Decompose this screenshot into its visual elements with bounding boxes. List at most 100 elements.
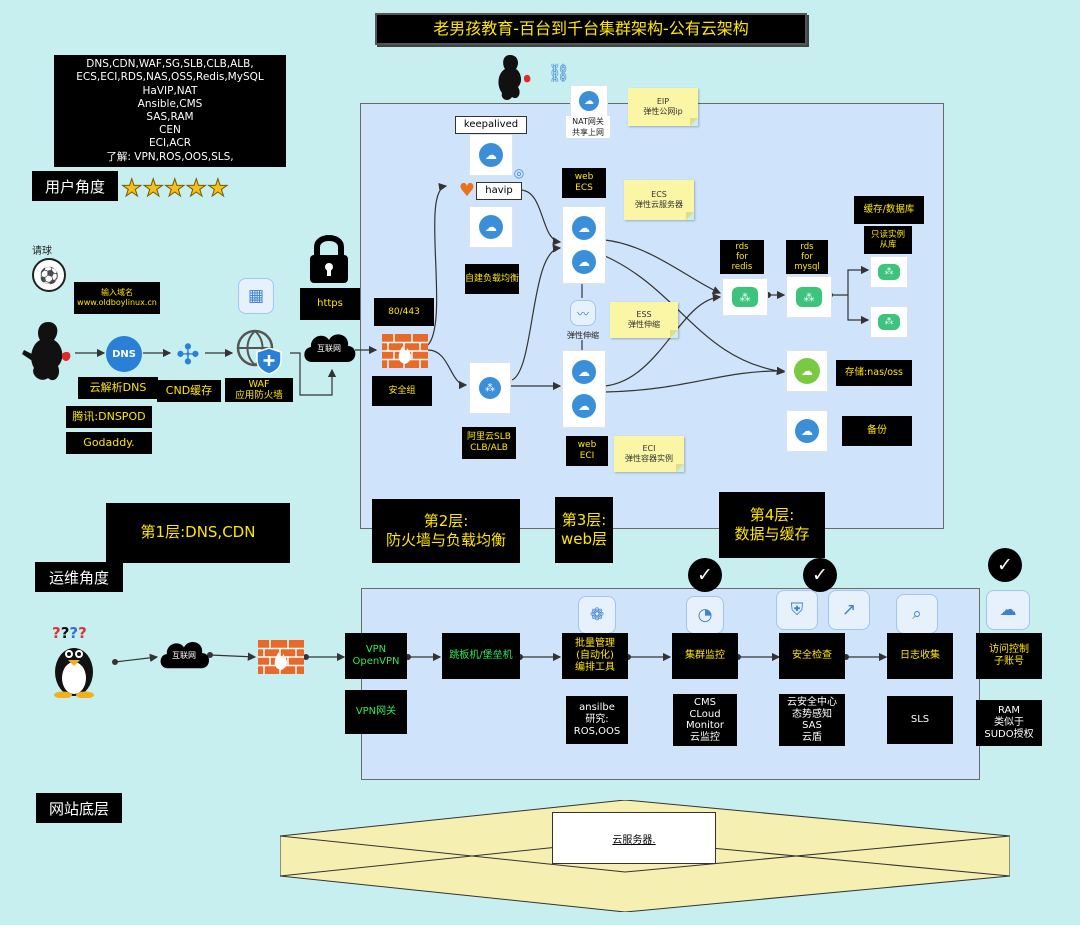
lock-icon (306, 232, 352, 284)
web-ecs-line: ECS (575, 183, 593, 193)
layer-1-label: 第1层:DNS,CDN (106, 503, 290, 563)
star-icon: ★ (185, 174, 208, 203)
batch-tools-line: ansilbe (579, 702, 615, 713)
ess-note-line: ESS (636, 310, 652, 319)
vpn-line: VPN (365, 644, 387, 655)
cloud-server-icon: ☁ (579, 91, 599, 111)
dns-label: 云解析DNS (78, 377, 158, 399)
ops-internet-cloud-icon: 互联网 (156, 636, 212, 674)
services-line: CEN (159, 124, 181, 137)
batch-tools-line: ROS,OOS (573, 726, 621, 737)
arrow-ecs-oss (604, 255, 786, 376)
access-line: 子账号 (994, 656, 1024, 667)
arrow-fw-keepalived (427, 182, 448, 346)
arrow-fw-slb (427, 349, 468, 390)
logs-node: 日志收集 (887, 633, 953, 679)
arrow-keepalived-ecs (519, 189, 562, 246)
link-icon: ⛓ (547, 62, 571, 84)
web-eci-label: web ECI (566, 436, 608, 466)
security-trend-icon: ↗ (828, 590, 870, 630)
layer-3-line: web层 (560, 530, 608, 548)
eip-note: EIP 弹性公网ip (628, 88, 698, 126)
ecs-group: ☁ ☁ (562, 206, 606, 284)
services-line: ECI,ACR (148, 137, 192, 150)
dns-icon: DNS (106, 336, 142, 372)
access-control-icon: ☁ (986, 590, 1030, 630)
monitor-tools-line: CMS (694, 697, 716, 708)
arrow-slb-ecs (511, 244, 562, 381)
batch-line: 编排工具 (575, 662, 615, 673)
web-ecs-label: web ECS (562, 168, 606, 198)
access-tools-line: 类似于 (994, 717, 1024, 728)
rds-mysql-node: ⁂ (786, 276, 832, 318)
layer-4-line: 数据与缓存 (734, 525, 810, 543)
brick-firewall-icon (382, 334, 428, 368)
cloud-server-icon: ☁ (479, 215, 503, 239)
slb-label: 阿里云SLB CLB/ALB (462, 427, 516, 459)
arrow-net-fw2 (209, 652, 257, 661)
site-base-label: 网站底层 (36, 793, 122, 823)
security-shield-icon: ⛨ (776, 590, 818, 630)
https-label: https (300, 288, 360, 320)
user-silhouette-icon (22, 322, 71, 381)
monitor-node: 集群监控 (672, 633, 738, 679)
ops-brick-firewall-icon (258, 640, 304, 674)
slb-label-line: CLB/ALB (470, 443, 508, 453)
input-domain-title: 输入域名 (101, 288, 133, 298)
firewall-shield-icon: ▦ (238, 278, 274, 314)
eci-note: ECI 弹性容器实例 (614, 436, 684, 472)
rds-redis-line: for (736, 251, 748, 262)
monitor-tools: CMS CLoud Monitor 云监控 (673, 694, 737, 746)
check-icon: ✓ (803, 558, 837, 592)
security-group-label: 安全组 (372, 376, 432, 406)
layer-2-line: 第2层: (423, 511, 469, 530)
cloud-server-icon: ☁ (795, 419, 819, 443)
readonly-line: 从库 (879, 240, 897, 250)
readonly-node-1: ⁂ (870, 256, 908, 288)
web-eci-line: web (577, 440, 597, 451)
security-tools-line: 云盾 (802, 731, 822, 743)
soccer-ball-icon: ⚽ (32, 258, 66, 292)
rds-mysql-line: mysql (794, 262, 820, 273)
heartbeat-icon: ♥ (458, 179, 476, 201)
rds-redis-node: ⁂ (722, 278, 768, 316)
dns-provider-godaddy: Godaddy. (66, 432, 152, 454)
input-domain-url: www.oldboylinux.cn (77, 298, 157, 307)
self-lb-label: 自建负载均衡 (465, 264, 519, 294)
cloud-server-icon: ☁ (572, 394, 596, 418)
rds-icon: ⁂ (878, 314, 900, 330)
star-icon: ★ (142, 174, 165, 203)
rds-redis-label: rds for redis (720, 240, 764, 274)
security-tools: 云安全中心 态势感知 SAS 云盾 (779, 694, 845, 746)
security-tools-line: 云安全中心 (787, 697, 837, 708)
logs-tools: SLS (887, 696, 953, 744)
rds-mysql-label: rds for mysql (786, 240, 828, 274)
rds-redis-line: rds (735, 241, 749, 252)
user-perspective-label: 用户角度 (32, 171, 118, 201)
star-icon: ★ (164, 174, 186, 203)
oss-icon: ☁ (794, 358, 820, 384)
monitor-icon: ◔ (686, 596, 724, 634)
readonly-label: 只读实例 从库 (864, 226, 912, 254)
silhouette-icon (498, 55, 531, 100)
rds-mysql-line: for (801, 251, 813, 262)
backup-label: 备份 (842, 416, 912, 446)
access-node: 访问控制 子账号 (976, 633, 1042, 679)
rds-icon: ⁂ (796, 287, 822, 307)
vpn-line: OpenVPN (352, 656, 400, 667)
input-domain-note: 输入域名 www.oldboylinux.cn (74, 282, 160, 314)
services-line: ECS,ECI,RDS,NAS,OSS,Redis,MySQL (76, 71, 264, 84)
cloud-server-label: 云服务器. (552, 812, 716, 864)
security-tools-line: SAS (802, 720, 822, 731)
arrow-eci-oss (604, 366, 786, 393)
layer-4-label: 第4层: 数据与缓存 (719, 492, 825, 558)
layer-2-label: 第2层: 防火墙与负载均衡 (372, 499, 520, 563)
scaling-label: 弹性伸缩 (567, 331, 599, 340)
cloud-server-icon: ☁ (572, 216, 596, 240)
star-icon: ★ (207, 174, 229, 203)
nat-label: NAT网关 共享上网 (566, 116, 610, 138)
storage-node: ☁ (786, 350, 828, 392)
arrow-eci-redis (604, 293, 722, 387)
arrow-ecs-redis (604, 239, 722, 294)
